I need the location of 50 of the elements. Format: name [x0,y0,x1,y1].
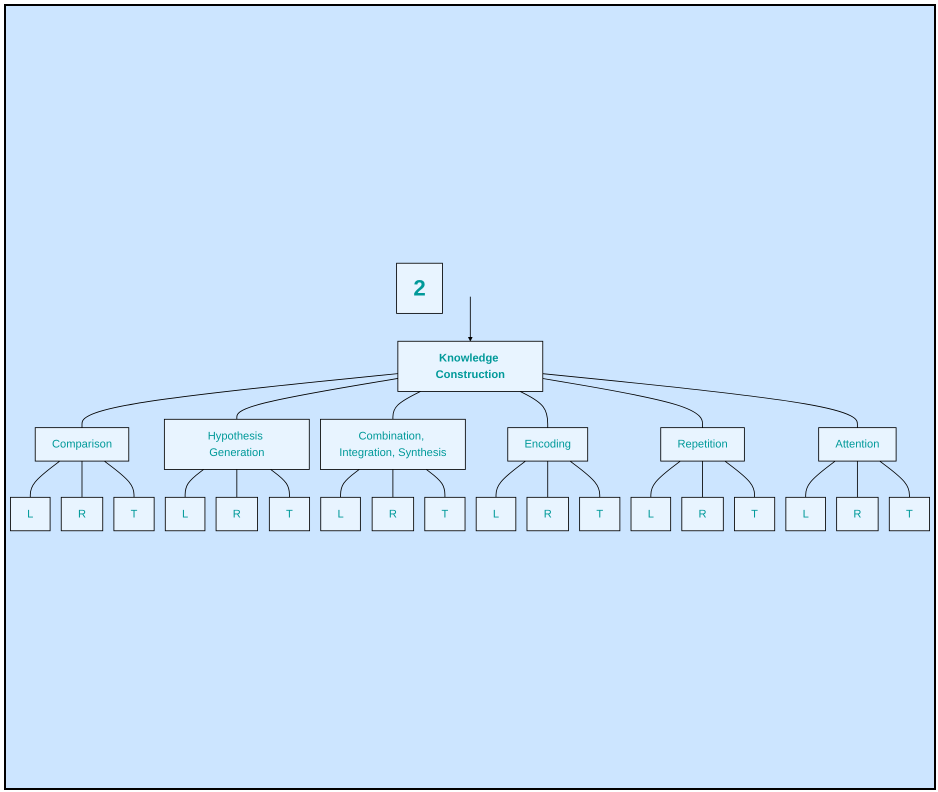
node-box: R [836,496,879,532]
connector [236,378,398,420]
node-box: L [630,496,672,532]
connector [104,460,134,498]
connector [650,460,681,498]
connector [724,460,755,498]
connector [236,469,238,498]
connector [30,460,60,498]
node-box: R [681,496,724,532]
connector [426,469,446,498]
node-box: R [372,496,414,532]
connector [542,373,858,428]
node-box: Knowledge Construction [397,340,544,392]
node-box: R [60,496,104,532]
connector [805,460,836,498]
node-box: T [734,496,776,532]
connector [856,460,858,498]
node-box: L [785,496,826,532]
node-box: T [113,496,155,532]
node-box: Comparison [34,427,130,462]
node-box: L [10,496,51,532]
node-box: T [579,496,620,532]
node-box: Encoding [507,427,588,462]
connector [270,469,290,498]
node-box: L [476,496,516,532]
connector [184,469,204,498]
connector [520,391,548,428]
connector [496,460,526,498]
connector [570,460,600,498]
node-box: T [268,496,310,532]
node-box: R [216,496,258,532]
node-box: Combination, Integration, Synthesis [320,418,466,470]
node-box: T [424,496,466,532]
connector [879,460,910,498]
connector [542,378,703,428]
arrow [468,296,473,342]
node-box: L [164,496,206,532]
node-box: L [320,496,361,532]
connector [702,460,703,498]
connector [392,469,394,498]
connector [392,391,421,420]
connector [82,373,398,428]
node-box: Repetition [660,427,745,462]
node-box: Attention [818,427,897,462]
connector [340,469,360,498]
node-box: Hypothesis Generation [164,418,310,470]
connector [547,460,548,498]
node-box: T [888,496,930,532]
node-box: 2 [396,262,443,314]
node-box: R [526,496,569,532]
